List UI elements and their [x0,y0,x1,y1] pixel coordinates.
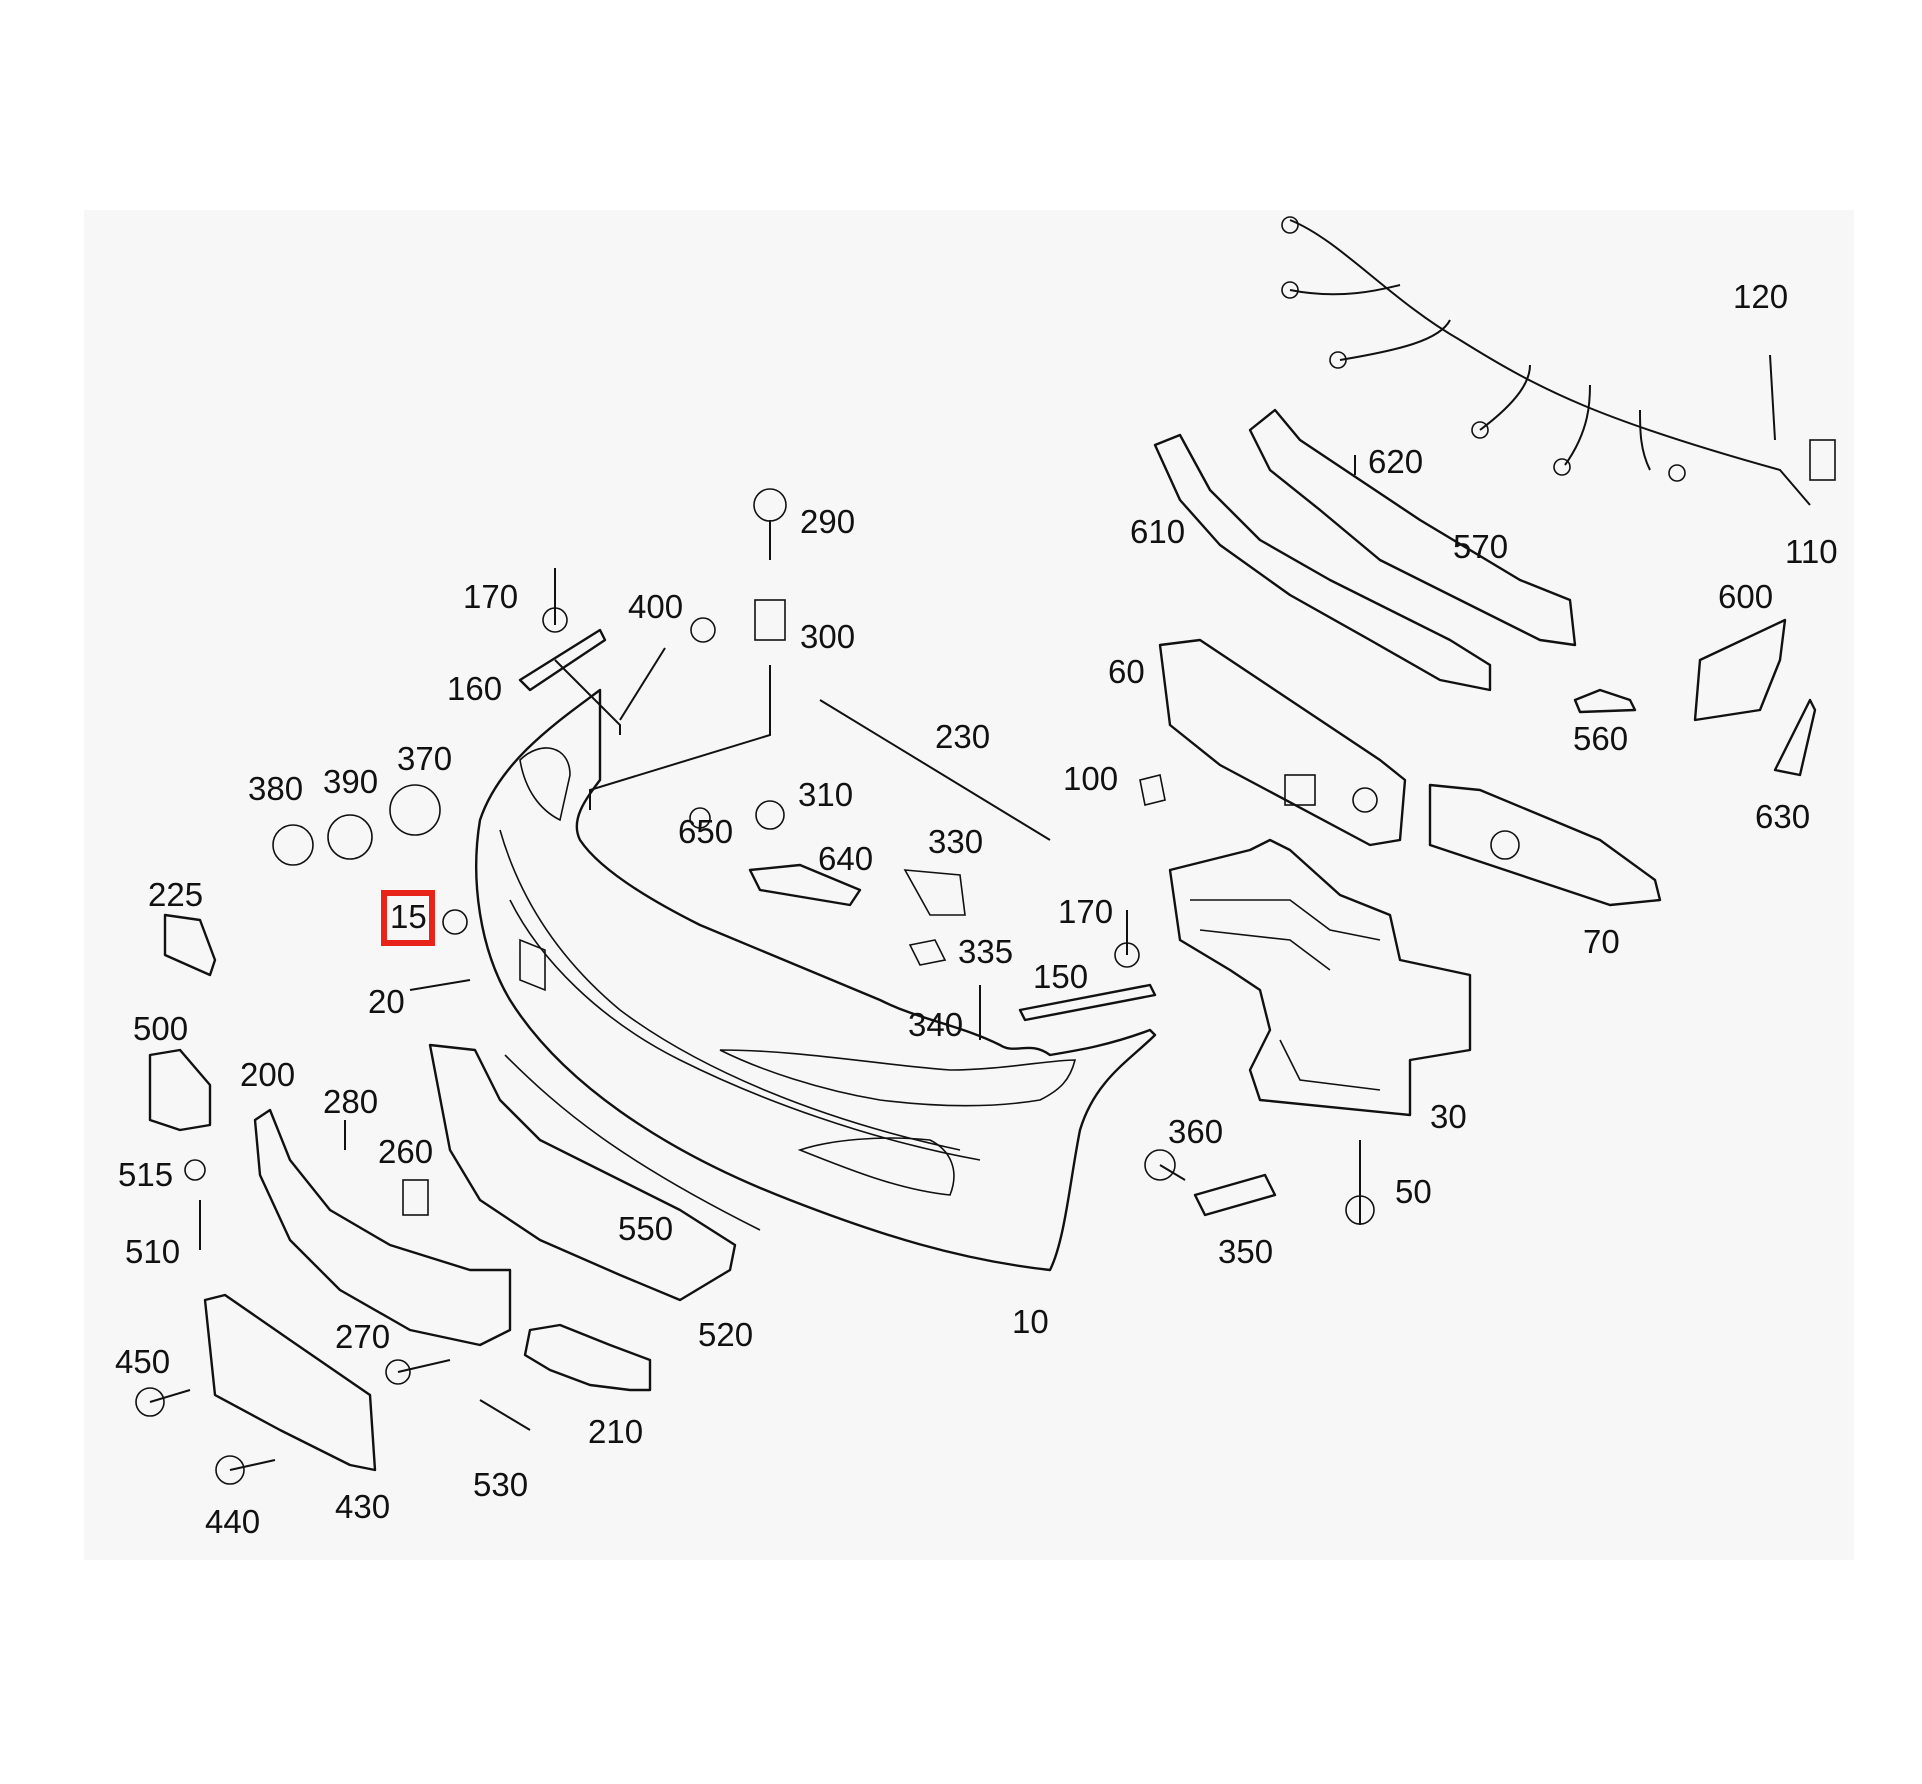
part-10-bumper-cover [475,688,1157,1272]
callout-450: 450 [115,1343,171,1380]
callout-15: 15 [390,898,427,935]
callout-300: 300 [800,618,856,655]
callout-400: 400 [628,588,684,625]
part-230-rod [819,699,1051,841]
part-640-pad [748,863,862,907]
callout-270: 270 [335,1318,391,1355]
callout-170-upper: 170 [463,578,519,615]
part-500-block [148,1048,212,1132]
part-225-clip [163,913,217,977]
callout-520: 520 [698,1316,754,1353]
callout-630: 630 [1755,798,1811,835]
callout-170-lower: 170 [1058,893,1114,930]
callout-370: 370 [397,740,453,777]
part-150-strip [1018,983,1157,1022]
callout-150: 150 [1033,958,1089,995]
callout-430: 430 [335,1488,391,1525]
callout-610: 610 [1130,513,1186,550]
part-70-bracket [1428,783,1662,907]
callout-225: 225 [148,876,204,913]
callout-120: 120 [1733,278,1789,315]
callout-570: 570 [1453,528,1509,565]
callout-110: 110 [1785,533,1838,570]
callout-360: 360 [1168,1113,1224,1150]
callout-510: 510 [125,1233,181,1270]
callout-440: 440 [205,1503,261,1540]
callout-10: 10 [1012,1303,1049,1340]
callout-160: 160 [447,670,503,707]
callout-330: 330 [928,823,984,860]
part-60-absorber [1158,638,1407,847]
callout-15-highlight-box [381,890,435,946]
callout-20: 20 [368,983,405,1020]
callout-500: 500 [133,1010,189,1047]
callout-290: 290 [800,503,856,540]
callout-100: 100 [1063,760,1119,797]
part-630-strip [1773,698,1817,777]
callout-640: 640 [818,840,874,877]
callout-50: 50 [1395,1173,1432,1210]
part-560-clip [1573,688,1637,714]
fasteners [135,455,1375,1485]
callout-350: 350 [1218,1233,1274,1270]
part-550-spoiler [428,1043,761,1302]
callout-200: 200 [240,1056,296,1093]
part-110-harness [1281,216,1836,506]
callout-380: 380 [248,770,304,807]
part-430-plate [203,1293,377,1472]
callout-390: 390 [323,763,379,800]
part-570-rail [1248,408,1577,647]
callout-230: 230 [935,718,991,755]
diagram-panel [84,210,1854,1560]
part-600-frame [1693,618,1787,722]
callout-620: 620 [1368,443,1424,480]
callout-530: 530 [473,1466,529,1503]
callout-340: 340 [908,1006,964,1043]
part-160-strip [518,628,607,692]
part-350-bracket [1193,1173,1277,1217]
callout-335: 335 [958,933,1014,970]
callout-560: 560 [1573,720,1629,757]
part-30-support [1168,838,1472,1117]
part-210-insert [523,1323,652,1392]
part-610-rail [1153,433,1492,692]
part-200-grille [253,1108,512,1347]
callout-260: 260 [378,1133,434,1170]
callout-600: 600 [1718,578,1774,615]
callout-280: 280 [323,1083,379,1120]
callout-30: 30 [1430,1098,1467,1135]
callout-310: 310 [798,776,854,813]
callout-60: 60 [1108,653,1145,690]
callout-210: 210 [588,1413,644,1450]
callout-70: 70 [1583,923,1620,960]
callout-650: 650 [678,813,734,850]
callout-550: 550 [618,1210,674,1247]
callout-515: 515 [118,1156,174,1193]
